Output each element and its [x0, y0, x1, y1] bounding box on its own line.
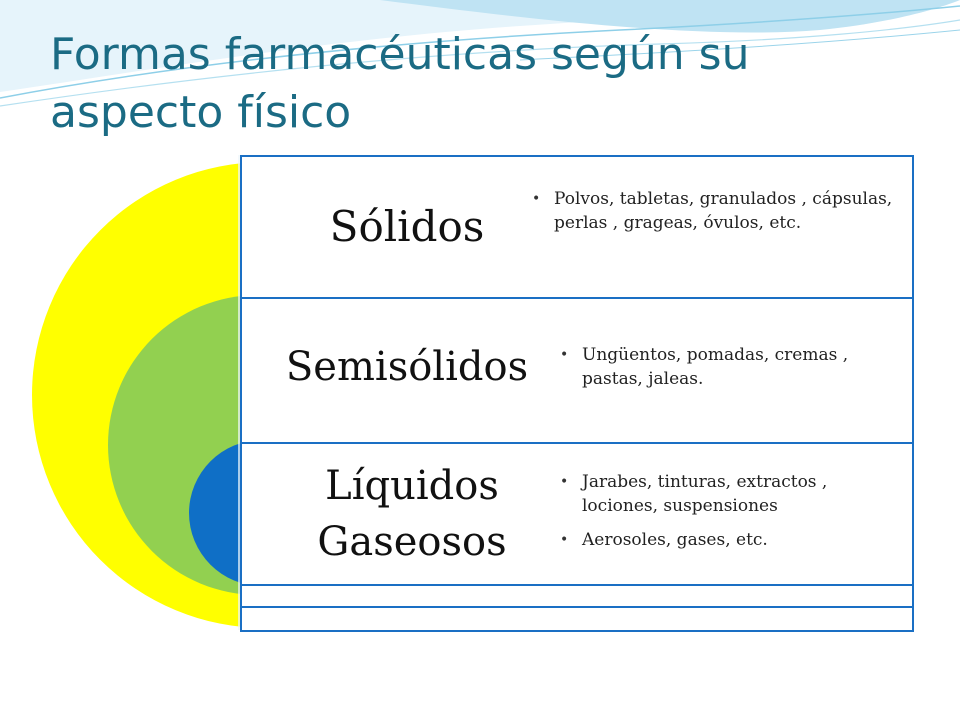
- wave-line-1: [0, 5, 960, 99]
- wave-band-light: [0, 0, 960, 92]
- list-item: Ungüentos, pomadas, cremas , pastas, jal…: [560, 343, 900, 391]
- wave-band-blue: [380, 0, 960, 33]
- category-list-solidos: Polvos, tabletas, granulados , cápsulas,…: [532, 187, 902, 235]
- category-panel-solidos: Sólidos Polvos, tabletas, granulados , c…: [240, 155, 914, 299]
- category-title-liquidos-gaseosos: Líquidos Gaseosos: [317, 463, 507, 565]
- list-item: Polvos, tabletas, granulados , cápsulas,…: [532, 187, 902, 235]
- list-item: Aerosoles, gases, etc.: [560, 528, 900, 552]
- category-list-liquidos-gaseosos: Jarabes, tinturas, extractos , lociones,…: [560, 470, 900, 552]
- empty-panel-2: [240, 606, 914, 632]
- category-title-solidos: Sólidos: [329, 202, 485, 251]
- category-title-semisolidos: Semisólidos: [285, 344, 529, 390]
- category-panel-liquidos-gaseosos: Líquidos Gaseosos Jarabes, tinturas, ext…: [240, 442, 914, 586]
- category-panel-semisolidos: Semisólidos Ungüentos, pomadas, cremas ,…: [240, 297, 914, 444]
- wave-line-3: [519, 29, 960, 61]
- wave-line-2: [0, 19, 960, 107]
- slide-title: Formas farmacéuticas según su aspecto fí…: [50, 29, 750, 138]
- empty-panel-1: [240, 584, 914, 608]
- list-item: Jarabes, tinturas, extractos , lociones,…: [560, 470, 900, 518]
- category-list-semisolidos: Ungüentos, pomadas, cremas , pastas, jal…: [560, 343, 900, 391]
